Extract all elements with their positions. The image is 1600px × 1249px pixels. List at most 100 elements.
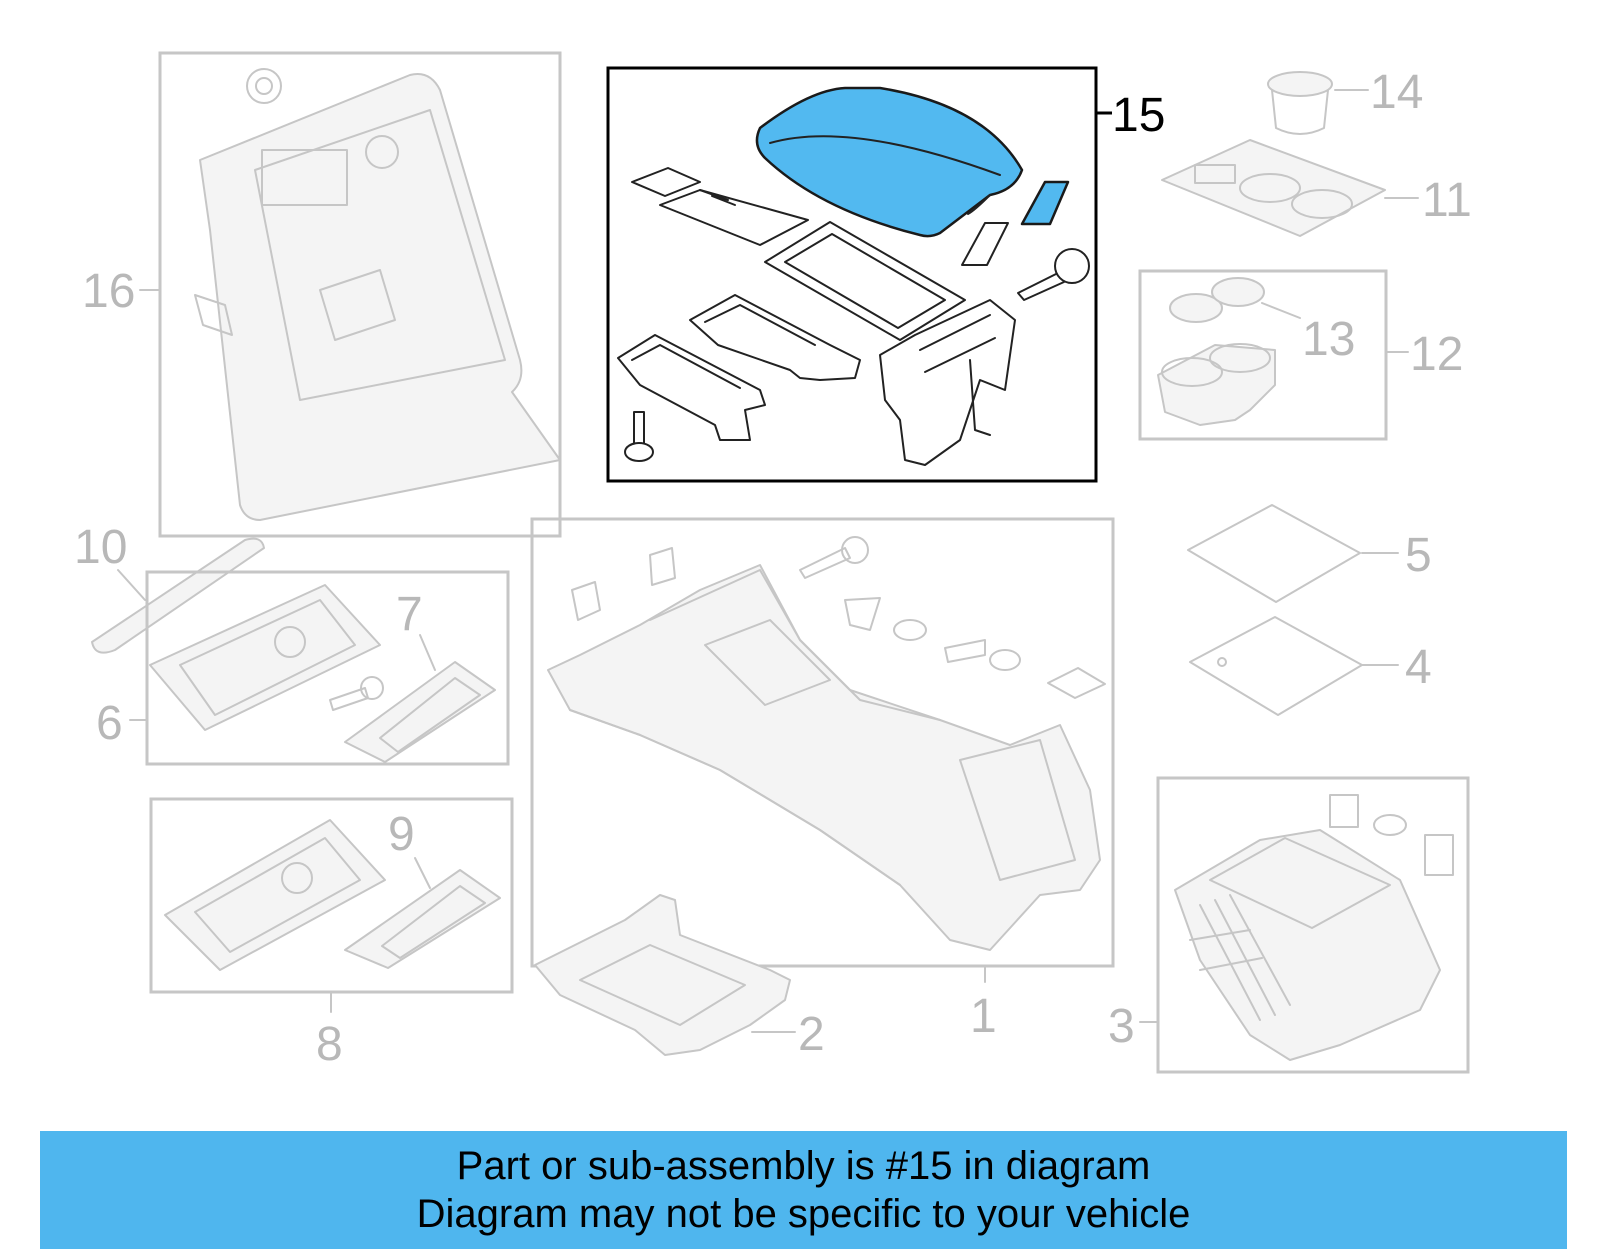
part-6-tray-inner bbox=[179, 599, 356, 716]
part-4-pad[interactable] bbox=[1189, 616, 1363, 716]
callout-1: 1 bbox=[970, 990, 997, 1043]
part-4-pad-hole bbox=[1217, 657, 1227, 667]
part-1-clip-e bbox=[1047, 667, 1106, 699]
part-15-liner-sheet-a bbox=[631, 167, 701, 197]
part-6-frame bbox=[145, 570, 510, 766]
part-15-liner-sheet-b bbox=[659, 189, 809, 246]
part-3-frame bbox=[1156, 776, 1470, 1074]
part-3-grommet bbox=[1373, 814, 1407, 836]
part-14-cup-body bbox=[1271, 89, 1329, 135]
callout-16: 16 bbox=[82, 265, 135, 318]
part-1-console-opening bbox=[704, 619, 831, 706]
part-16-lower-detail bbox=[319, 269, 396, 341]
part-11-slot bbox=[1194, 164, 1236, 184]
callout-4: 4 bbox=[1405, 641, 1432, 694]
part-15-pin-head bbox=[624, 442, 654, 462]
part-8-tray bbox=[164, 819, 386, 971]
part-3-clip-a bbox=[1329, 794, 1359, 828]
callout-8: 8 bbox=[316, 1018, 343, 1071]
part-1-console-rear bbox=[959, 739, 1076, 881]
callout-7: 7 bbox=[396, 588, 423, 641]
part-1-grommet-a bbox=[893, 619, 927, 641]
part-8-bin-group[interactable] bbox=[149, 797, 514, 994]
part-15-bin-lower bbox=[617, 334, 766, 441]
part-1-screw bbox=[799, 547, 851, 579]
part-15-armrest-group[interactable] bbox=[606, 66, 1098, 483]
part-1-console-body bbox=[547, 564, 1101, 951]
callout-6: 6 bbox=[96, 697, 123, 750]
part-3-clip-b bbox=[1424, 834, 1454, 876]
callout-11: 11 bbox=[1422, 174, 1472, 227]
leader-9 bbox=[414, 857, 431, 889]
callout-13: 13 bbox=[1302, 313, 1355, 366]
part-3-bin-body bbox=[1174, 829, 1441, 1061]
part-15-lid-edge bbox=[967, 194, 991, 215]
part-16-vent bbox=[261, 149, 348, 206]
part-12-cup-b bbox=[1209, 343, 1271, 373]
part-7-insert-inner bbox=[379, 677, 481, 753]
parts-diagram: 16 15 14 bbox=[74, 51, 1472, 1074]
banner-line-part-number: Part or sub-assembly is #15 in diagram bbox=[456, 1144, 1151, 1188]
callout-2: 2 bbox=[798, 1008, 825, 1061]
part-15-bin-upper bbox=[689, 294, 861, 381]
part-8-opening bbox=[281, 862, 313, 894]
part-6-tray bbox=[149, 584, 381, 731]
part-16-inner-opening bbox=[254, 109, 506, 401]
part-15-lid-seam bbox=[769, 135, 1001, 176]
part-15-hinge-cylinder bbox=[919, 314, 996, 373]
part-2-bracket-inner bbox=[579, 944, 746, 1026]
callout-14: 14 bbox=[1370, 66, 1423, 119]
part-15-bin-lower-inner bbox=[631, 344, 741, 389]
part-10-trim-strip[interactable] bbox=[91, 537, 265, 654]
part-1-console-side bbox=[569, 709, 901, 886]
leader-7 bbox=[419, 634, 436, 671]
part-3-bin-opening bbox=[1209, 837, 1391, 929]
callout-15: 15 bbox=[1112, 89, 1165, 142]
part-6-bin-group[interactable] bbox=[145, 570, 510, 766]
part-6-screw-head bbox=[360, 676, 384, 700]
part-1-clip-d bbox=[944, 639, 986, 663]
callout-5: 5 bbox=[1405, 529, 1432, 582]
part-11-trim-body bbox=[1161, 139, 1386, 237]
part-11-cupholder-trim[interactable] bbox=[1161, 139, 1386, 237]
part-12-frame bbox=[1138, 269, 1388, 441]
part-1-console-top bbox=[649, 569, 941, 721]
part-9-insert-inner bbox=[381, 885, 486, 959]
part-1-screw-head bbox=[841, 536, 869, 564]
leader-10 bbox=[117, 569, 146, 601]
part-15-hinge-arm bbox=[969, 359, 991, 436]
part-15-armrest-lid bbox=[755, 86, 1024, 238]
part-5-pad[interactable] bbox=[1187, 504, 1361, 603]
part-15-tray-inner bbox=[784, 233, 946, 329]
part-1-clip-c bbox=[844, 597, 881, 631]
part-16-bezel-group[interactable] bbox=[158, 51, 562, 538]
part-16-side-clip bbox=[194, 294, 233, 336]
part-3-bin-grid bbox=[1189, 894, 1291, 1021]
part-3-storage-bin[interactable] bbox=[1156, 776, 1470, 1074]
part-12-holder-body bbox=[1157, 344, 1276, 426]
part-13-mat-a bbox=[1169, 293, 1223, 323]
part-15-hinge-bracket bbox=[879, 299, 1016, 466]
part-16-bezel bbox=[199, 73, 561, 521]
part-12-cup-a bbox=[1161, 357, 1223, 387]
part-15-screw bbox=[1017, 271, 1065, 301]
part-15-pin bbox=[633, 411, 645, 445]
part-2-bracket-body bbox=[534, 894, 791, 1056]
callout-10: 10 bbox=[74, 521, 127, 574]
part-15-tray-frame bbox=[764, 221, 966, 341]
part-1-grommet-b bbox=[989, 649, 1021, 671]
part-2-bracket[interactable] bbox=[534, 894, 791, 1056]
part-14-cup-insert[interactable] bbox=[1267, 71, 1333, 135]
part-15-screw-head bbox=[1054, 248, 1090, 284]
part-14-cup-top bbox=[1267, 71, 1333, 97]
part-6-opening bbox=[274, 626, 306, 658]
part-16-clip-top-inner bbox=[255, 77, 273, 95]
part-12-cupholder-group[interactable] bbox=[1138, 269, 1388, 441]
part-16-knob bbox=[365, 135, 399, 169]
banner-line-disclaimer: Diagram may not be specific to your vehi… bbox=[416, 1192, 1191, 1236]
part-15-bin-upper-inner bbox=[704, 304, 816, 346]
callout-3: 3 bbox=[1108, 1000, 1135, 1053]
part-1-console-group[interactable] bbox=[530, 517, 1115, 968]
callout-12: 12 bbox=[1410, 328, 1463, 381]
part-11-cup-b bbox=[1291, 189, 1353, 219]
